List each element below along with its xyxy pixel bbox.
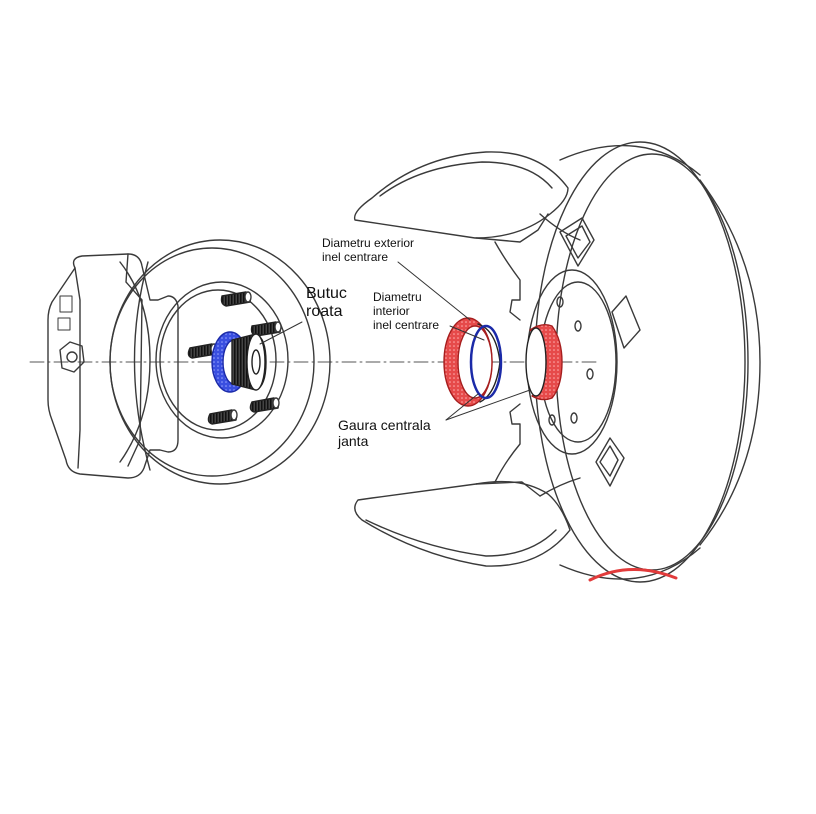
caliper-bolt-icon	[59, 341, 85, 373]
label-butuc-line2: roata	[306, 303, 343, 321]
lug-hole	[570, 412, 578, 424]
label-diam-int-line1: Diametru	[373, 290, 422, 304]
rim-flange-bottom	[354, 480, 571, 567]
red-circle-mark	[588, 568, 678, 582]
label-diam-int-line3: inel centrare	[373, 317, 440, 332]
label-butuc-line1: Butuc	[306, 285, 347, 302]
centering-ring-red	[443, 317, 503, 407]
label-butuc-roata: Butuc roata	[306, 285, 347, 322]
label-gaura-centrala: Gaura centrala janta	[338, 417, 431, 449]
hub-assembly	[47, 239, 331, 485]
leader-diam-int	[449, 325, 485, 341]
stud-bottom-right	[249, 397, 280, 413]
label-gaura-line1: Gaura centrala	[338, 417, 431, 433]
wheel-rim	[353, 141, 761, 583]
rim-center-bore-red	[525, 323, 563, 401]
rim-flange-top	[353, 151, 569, 239]
leader-gaura	[445, 389, 531, 421]
rim-window-top	[559, 217, 595, 267]
rim-window-bottom	[595, 437, 625, 487]
rim-window-right	[611, 295, 641, 349]
lug-hole	[548, 414, 556, 426]
wheel-studs	[187, 291, 282, 425]
stud-right	[250, 321, 282, 337]
lug-hole	[556, 296, 564, 308]
stud-top	[220, 291, 252, 307]
stud-bottom-left	[207, 409, 238, 425]
label-diam-ext-line2: inel centrare	[322, 249, 389, 264]
leader-diam-ext	[397, 261, 471, 321]
leader-butuc	[259, 321, 303, 345]
label-diametru-exterior: Diametru exterior inel centrare	[322, 236, 415, 265]
label-diametru-interior: Diametru interior inel centrare	[373, 290, 440, 332]
hub-flange	[155, 281, 289, 439]
caliper-bracket	[47, 253, 179, 479]
lug-hole	[586, 368, 594, 380]
label-gaura-line2: janta	[338, 433, 369, 450]
lug-hole	[574, 320, 582, 332]
label-diam-int-line2: interior	[373, 303, 410, 318]
label-diam-ext-line1: Diametru exterior	[322, 236, 415, 250]
hub-spigot	[231, 333, 267, 391]
